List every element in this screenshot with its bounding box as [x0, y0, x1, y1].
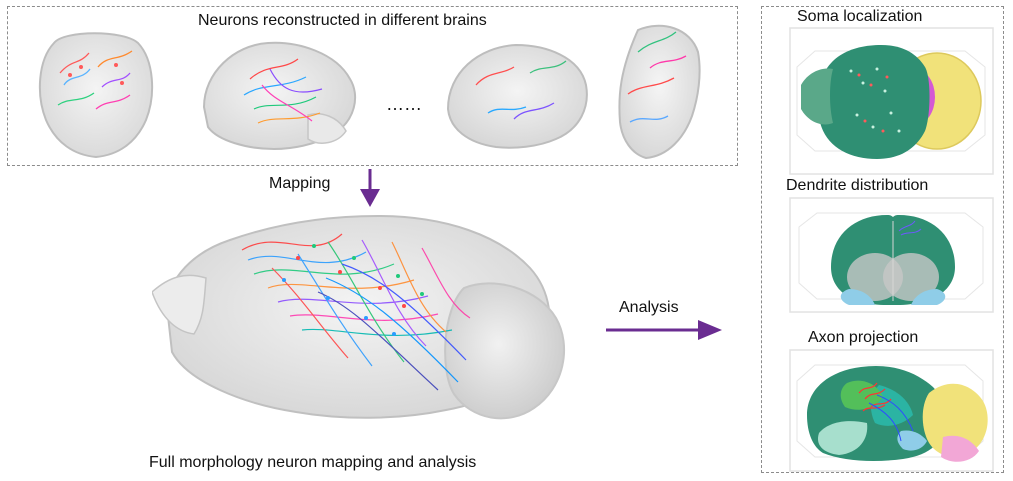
soma-title: Soma localization: [797, 8, 923, 25]
top-panel: [7, 6, 738, 166]
brain-thumbnail-3: [446, 43, 588, 149]
dendrite-title: Dendrite distribution: [786, 177, 929, 194]
main-brain-illustration: [152, 214, 566, 420]
right-panel: [761, 6, 1004, 473]
mapping-arrow-icon: [360, 169, 380, 207]
dendrite-brain-view: [789, 197, 994, 313]
brain-thumbnail-2: [202, 41, 357, 151]
brain-thumbnail-1: [38, 32, 154, 159]
soma-brain-view: [789, 27, 994, 175]
mapping-label: Mapping: [269, 175, 331, 192]
axon-title: Axon projection: [808, 329, 919, 346]
analysis-label: Analysis: [619, 299, 679, 316]
analysis-arrow-icon: [606, 320, 722, 340]
top-panel-title: Neurons reconstructed in different brain…: [198, 12, 487, 29]
brain-thumbnail-4: [618, 24, 701, 160]
ellipsis-text: ……: [386, 94, 422, 114]
bottom-caption: Full morphology neuron mapping and analy…: [149, 454, 477, 471]
axon-brain-view: [789, 349, 994, 472]
